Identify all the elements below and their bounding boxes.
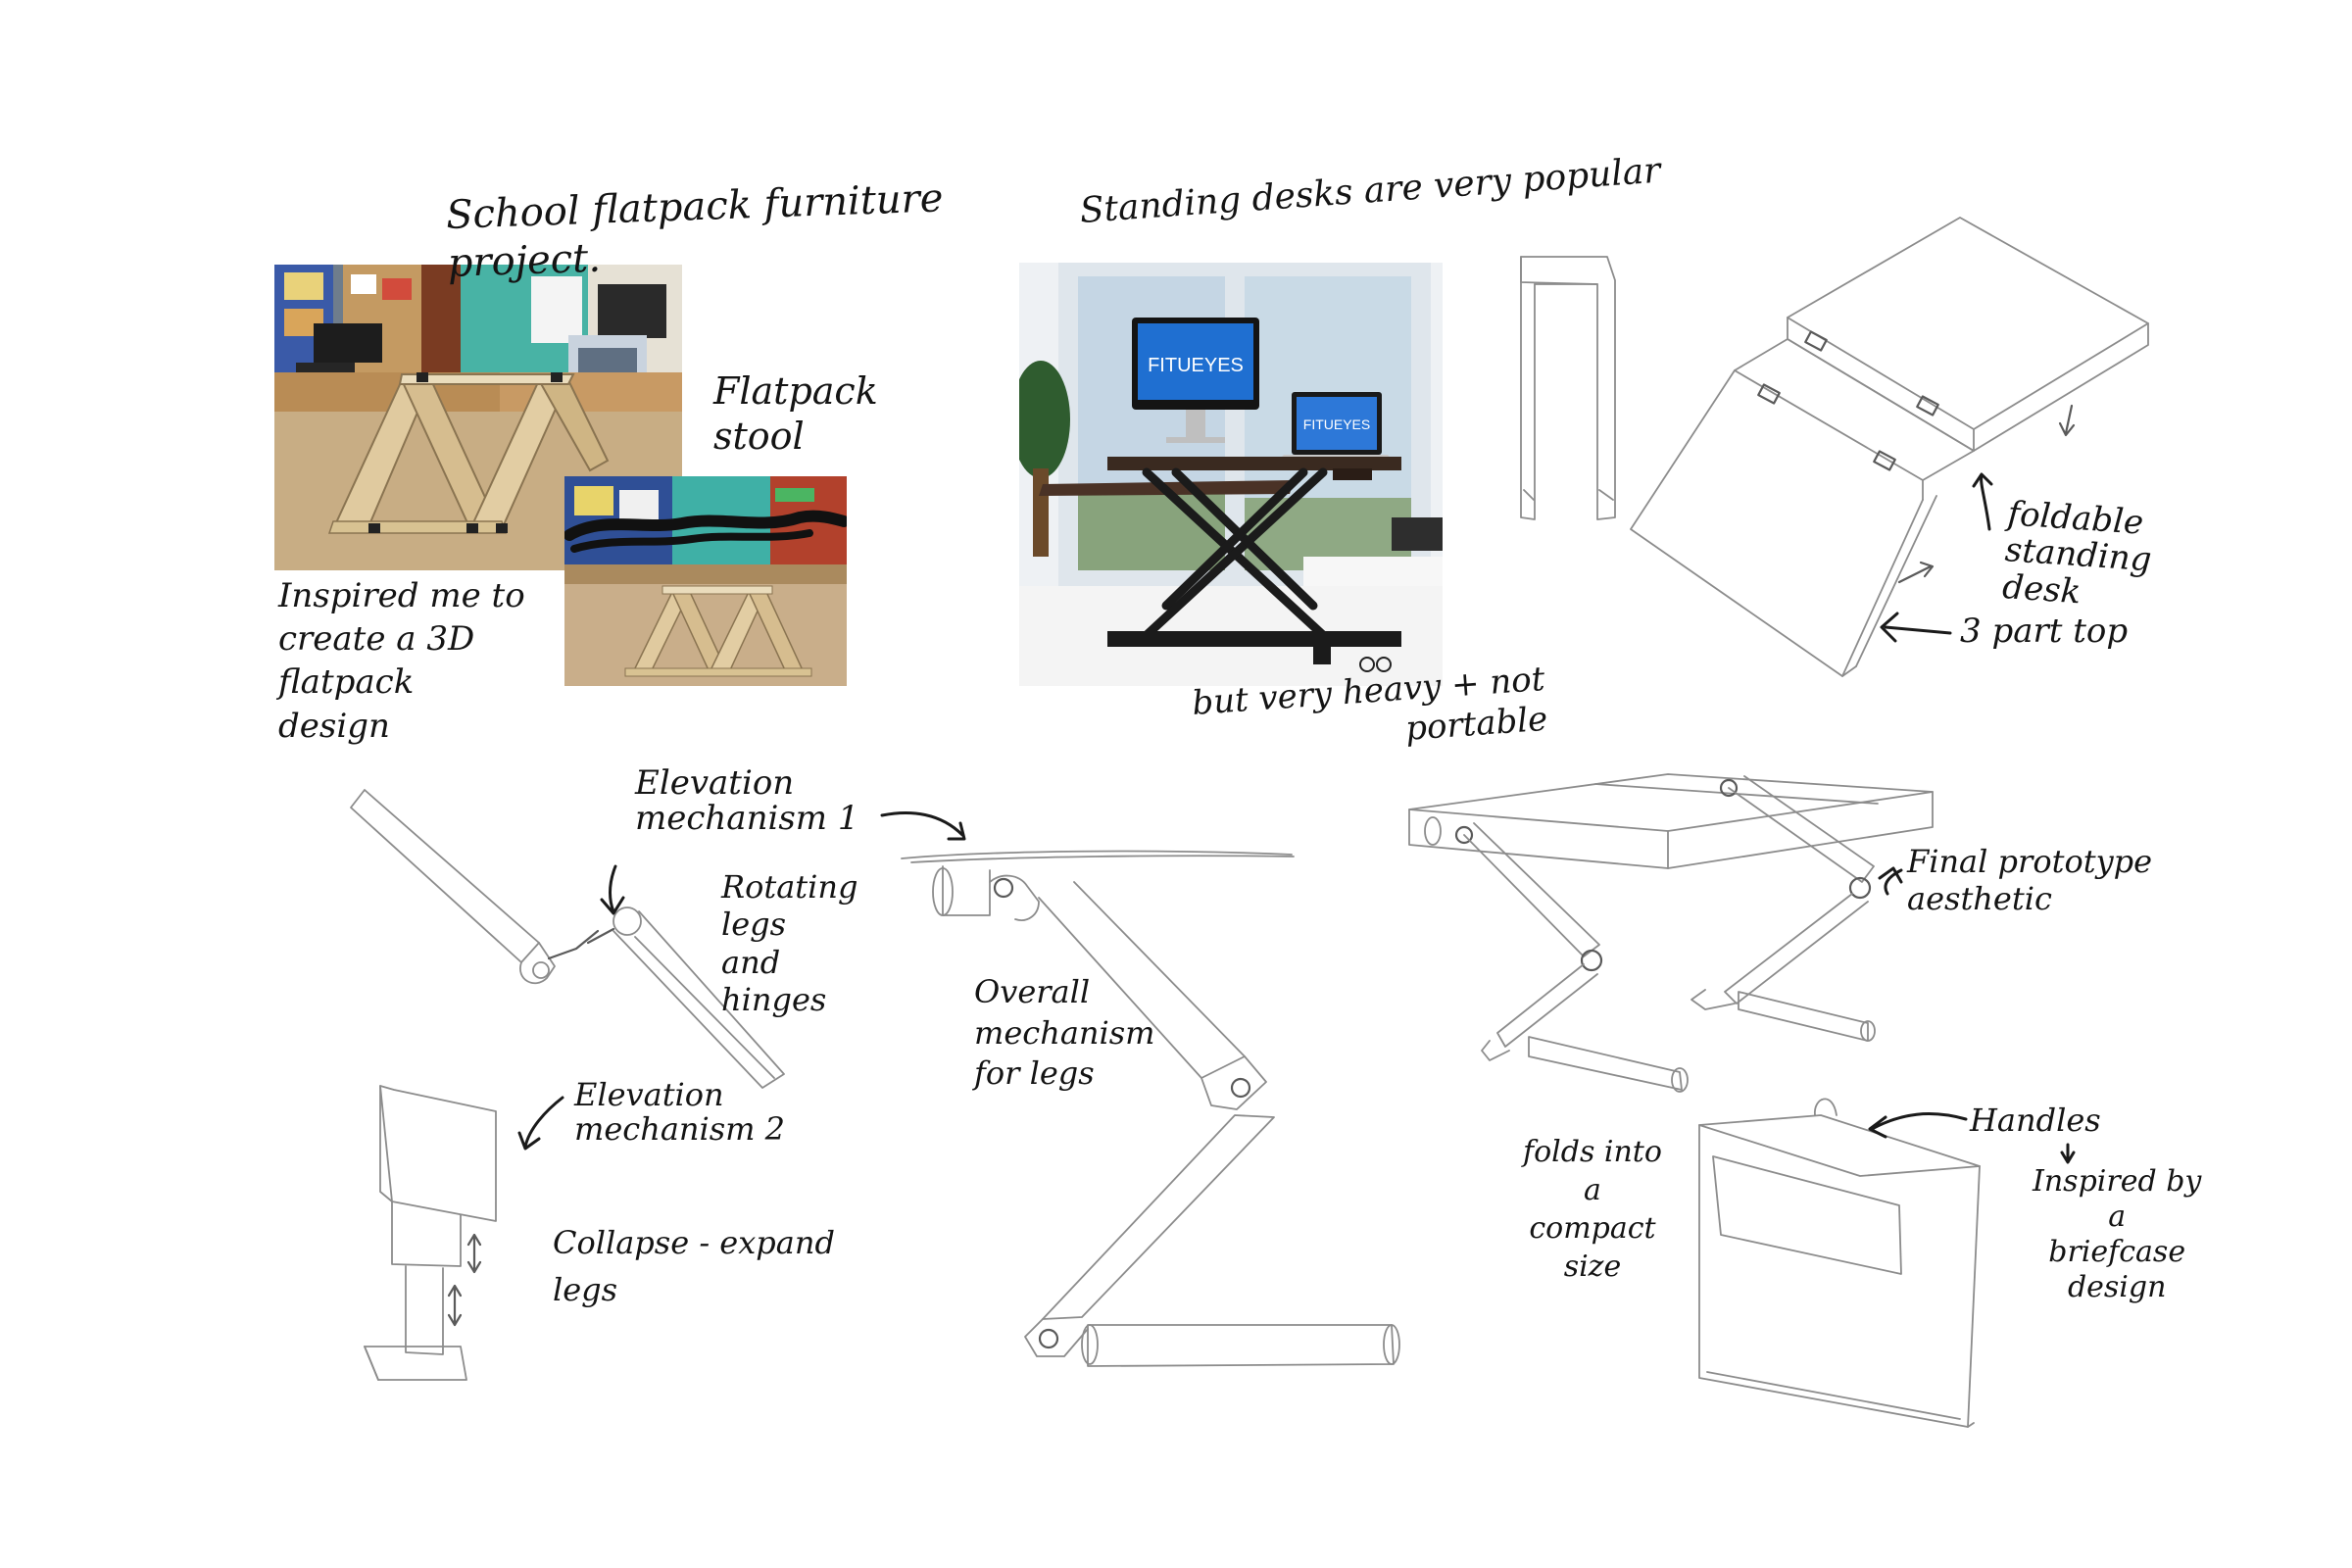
monitor-brand-label: FITUEYES <box>1148 355 1244 376</box>
flatpack-stool-photo-art <box>274 265 682 570</box>
briefcase-note: Inspired by a briefcase design <box>2033 1164 2202 1304</box>
handles-arrow <box>1870 1112 1968 1131</box>
telescoping-leg-sketch <box>364 1085 497 1381</box>
elevation-mechanism-2-note: Elevation mechanism 2 <box>574 1076 786 1149</box>
laptop-brand-label: FITUEYES <box>1303 416 1370 432</box>
collapse-expand-note: Collapse - expand legs <box>553 1224 835 1308</box>
standing-desk-photo: FITUEYES FITUEYES <box>1019 263 1443 686</box>
rotating-legs-sketch <box>350 789 785 1089</box>
foldable-desk-note: foldable standing desk <box>2001 494 2153 612</box>
final-prototype-sketch <box>1408 773 1934 1093</box>
overall-mechanism-note: Overall mechanism for legs <box>974 973 1155 1093</box>
foldable-desk-sketch <box>1630 217 2149 677</box>
three-part-top-note: 3 part top <box>1960 612 2129 651</box>
flatpack-stool-note: Flatpack stool <box>713 369 878 459</box>
inspired-3d-note: Inspired me to create a 3D flatpack desi… <box>278 576 525 746</box>
flatpack-stool-photo <box>274 265 682 570</box>
three-part-arrow <box>1884 625 1952 635</box>
foldable-arrow <box>1980 474 1991 531</box>
prototype-arrow <box>1884 868 1903 896</box>
hinge-arrow <box>609 864 617 913</box>
elevation-mechanism-1-note: Elevation mechanism 1 <box>635 763 859 838</box>
briefcase-sketch <box>1698 1098 1981 1428</box>
flatpack-stool-inset-art <box>564 476 847 686</box>
rotating-legs-note: Rotating legs and hinges <box>721 868 858 1019</box>
mechanism-1-arrow <box>880 811 964 837</box>
compact-size-note: folds into a compact size <box>1523 1135 1662 1284</box>
upright-panel-sketch <box>1520 256 1616 520</box>
school-project-note: School flatpack furniture project. <box>445 175 945 286</box>
leg-mechanism-sketch <box>901 850 1400 1367</box>
standing-desk-photo-art: FITUEYES FITUEYES <box>1019 263 1443 686</box>
final-prototype-note: Final prototype aesthetic <box>1907 843 2153 918</box>
mechanism-2-arrow <box>523 1096 564 1149</box>
handles-note: Handles <box>1970 1102 2101 1139</box>
flatpack-stool-inset-photo <box>564 476 847 686</box>
